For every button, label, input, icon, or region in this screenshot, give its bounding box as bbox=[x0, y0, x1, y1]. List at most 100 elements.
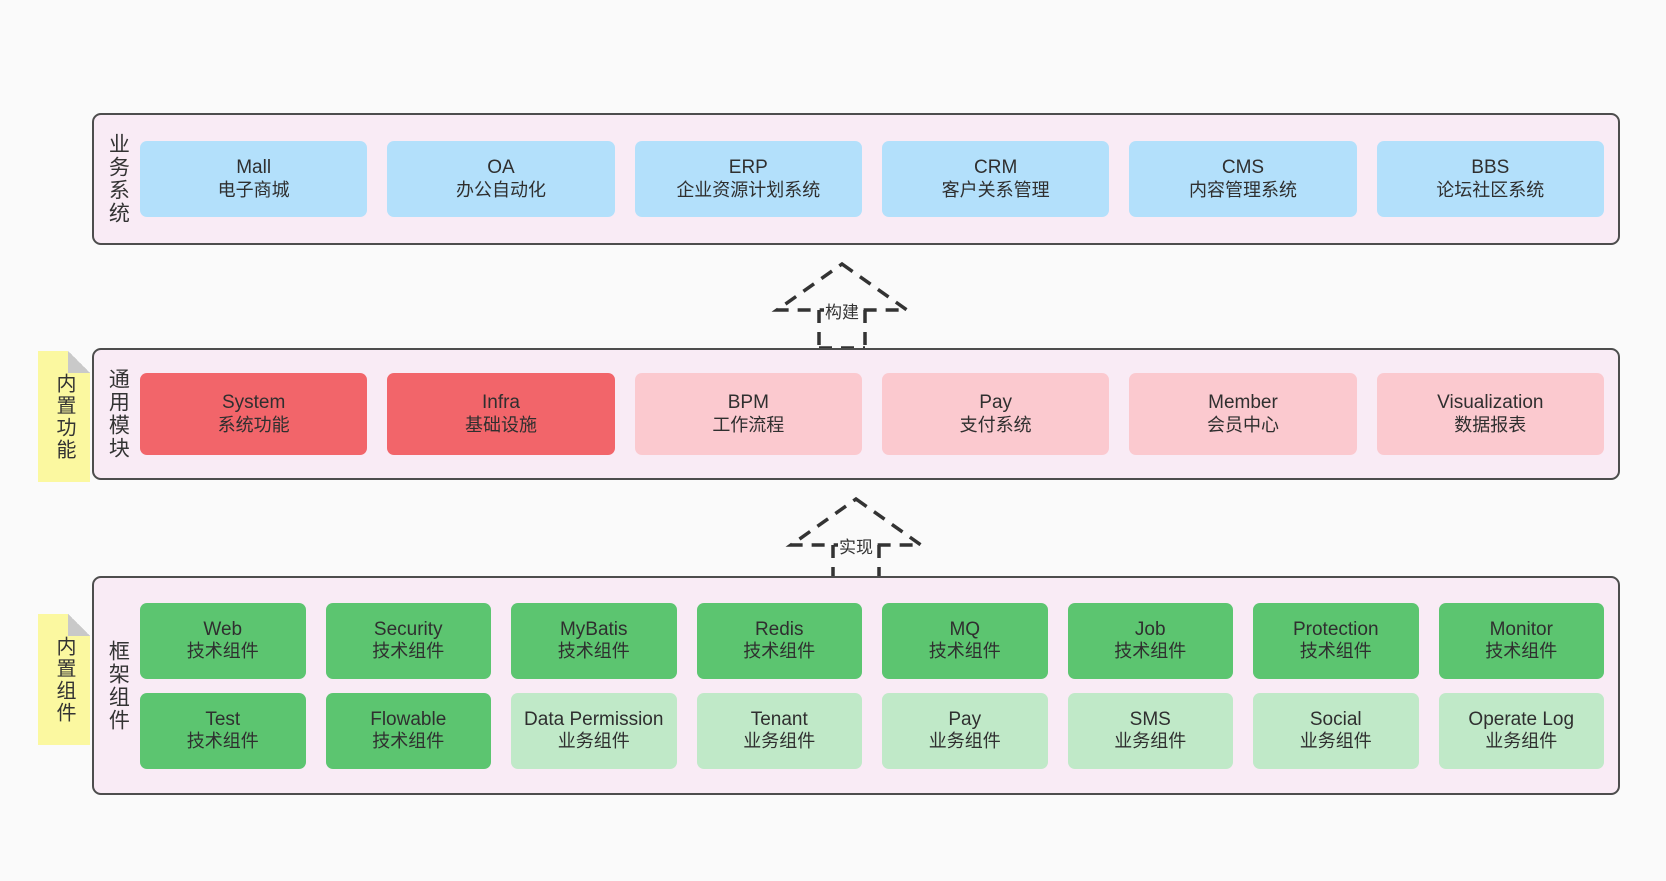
card-subtitle: 电子商城 bbox=[217, 179, 290, 200]
card-title: BPM bbox=[727, 392, 769, 414]
card-sms[interactable]: SMS 业务组件 bbox=[1067, 692, 1233, 769]
layer-title-common-modules: 通用模块 bbox=[106, 368, 130, 460]
card-mq[interactable]: MQ 技术组件 bbox=[882, 602, 1048, 679]
card-pay-business[interactable]: Pay 业务组件 bbox=[882, 692, 1048, 769]
layer-common-modules: 通用模块 System 系统功能 Infra 基础设施 BPM 工作流程 Pay… bbox=[92, 348, 1620, 480]
card-bbs[interactable]: BBS 论坛社区系统 bbox=[1376, 141, 1604, 217]
card-subtitle: 技术组件 bbox=[1299, 641, 1372, 662]
card-subtitle: 技术组件 bbox=[372, 641, 445, 662]
card-subtitle: 技术组件 bbox=[372, 731, 445, 752]
card-subtitle: 技术组件 bbox=[186, 731, 259, 752]
card-title: Security bbox=[373, 618, 443, 640]
layer-body-framework-components: Web 技术组件 Security 技术组件 MyBatis 技术组件 Redi… bbox=[140, 586, 1608, 785]
connector-label-build: 构建 bbox=[824, 298, 860, 323]
card-subtitle: 数据报表 bbox=[1454, 414, 1527, 435]
card-web[interactable]: Web 技术组件 bbox=[140, 602, 306, 679]
card-title: CRM bbox=[974, 157, 1018, 179]
note-text: 内置组件 bbox=[53, 635, 75, 724]
layer-title-framework-components: 框架组件 bbox=[106, 639, 130, 732]
card-title: Monitor bbox=[1489, 618, 1553, 640]
card-monitor[interactable]: Monitor 技术组件 bbox=[1438, 602, 1604, 679]
card-mall[interactable]: Mall 电子商城 bbox=[140, 141, 368, 217]
layer-business-system: 业务系统 Mall 电子商城 OA 办公自动化 ERP 企业资源计划系统 CRM… bbox=[92, 113, 1620, 245]
card-title: Infra bbox=[481, 392, 520, 414]
card-pay[interactable]: Pay 支付系统 bbox=[881, 373, 1110, 455]
card-subtitle: 业务组件 bbox=[1485, 731, 1558, 752]
card-crm[interactable]: CRM 客户关系管理 bbox=[881, 141, 1110, 217]
card-bpm[interactable]: BPM 工作流程 bbox=[634, 373, 862, 455]
card-title: Tenant bbox=[750, 708, 808, 730]
card-member[interactable]: Member 会员中心 bbox=[1129, 373, 1357, 455]
card-title: Protection bbox=[1292, 618, 1379, 640]
card-title: Web bbox=[203, 618, 243, 640]
card-title: OA bbox=[487, 157, 515, 179]
card-title: Visualization bbox=[1437, 392, 1544, 414]
card-social[interactable]: Social 业务组件 bbox=[1253, 692, 1419, 769]
card-system[interactable]: System 系统功能 bbox=[140, 373, 368, 455]
note-built-in-functions: 内置功能 bbox=[38, 351, 90, 482]
card-title: SMS bbox=[1129, 708, 1171, 730]
card-test[interactable]: Test 技术组件 bbox=[140, 692, 306, 769]
card-title: MyBatis bbox=[559, 618, 628, 640]
card-title: CMS bbox=[1221, 157, 1265, 179]
card-subtitle: 内容管理系统 bbox=[1188, 179, 1297, 200]
card-title: Job bbox=[1134, 618, 1166, 640]
card-subtitle: 业务组件 bbox=[743, 731, 816, 752]
card-title: Redis bbox=[754, 618, 804, 640]
connector-build: 构建 bbox=[762, 258, 922, 350]
card-infra[interactable]: Infra 基础设施 bbox=[387, 373, 615, 455]
card-title: BBS bbox=[1471, 157, 1510, 179]
layer-title-business-system: 业务系统 bbox=[106, 133, 130, 225]
card-title: System bbox=[221, 392, 286, 414]
card-subtitle: 业务组件 bbox=[557, 731, 630, 752]
card-subtitle: 会员中心 bbox=[1206, 414, 1279, 435]
card-row: Test 技术组件 Flowable 技术组件 Data Permission … bbox=[140, 692, 1604, 769]
card-subtitle: 支付系统 bbox=[959, 414, 1032, 435]
card-title: Member bbox=[1208, 392, 1278, 414]
connector-implement: 实现 bbox=[776, 493, 936, 585]
card-subtitle: 工作流程 bbox=[712, 414, 785, 435]
card-subtitle: 系统功能 bbox=[217, 414, 290, 435]
note-built-in-components: 内置组件 bbox=[38, 614, 90, 745]
card-subtitle: 业务组件 bbox=[1299, 731, 1372, 752]
card-title: Social bbox=[1309, 708, 1362, 730]
card-operate-log[interactable]: Operate Log 业务组件 bbox=[1438, 692, 1604, 769]
card-title: Test bbox=[205, 708, 241, 730]
card-subtitle: 办公自动化 bbox=[455, 179, 546, 200]
card-oa[interactable]: OA 办公自动化 bbox=[387, 141, 615, 217]
card-visualization[interactable]: Visualization 数据报表 bbox=[1376, 373, 1604, 455]
card-subtitle: 论坛社区系统 bbox=[1436, 179, 1545, 200]
card-cms[interactable]: CMS 内容管理系统 bbox=[1129, 141, 1357, 217]
layer-body-common-modules: System 系统功能 Infra 基础设施 BPM 工作流程 Pay 支付系统… bbox=[140, 358, 1608, 470]
card-mybatis[interactable]: MyBatis 技术组件 bbox=[511, 602, 677, 679]
card-erp[interactable]: ERP 企业资源计划系统 bbox=[634, 141, 862, 217]
card-subtitle: 业务组件 bbox=[1114, 731, 1187, 752]
card-subtitle: 企业资源计划系统 bbox=[676, 179, 821, 200]
card-subtitle: 客户关系管理 bbox=[941, 179, 1050, 200]
card-row: System 系统功能 Infra 基础设施 BPM 工作流程 Pay 支付系统… bbox=[140, 373, 1604, 455]
card-title: Pay bbox=[979, 392, 1013, 414]
card-data-permission[interactable]: Data Permission 业务组件 bbox=[511, 692, 677, 769]
card-redis[interactable]: Redis 技术组件 bbox=[696, 602, 862, 679]
card-title: Data Permission bbox=[524, 708, 664, 730]
card-tenant[interactable]: Tenant 业务组件 bbox=[696, 692, 862, 769]
card-protection[interactable]: Protection 技术组件 bbox=[1253, 602, 1419, 679]
card-row: Mall 电子商城 OA 办公自动化 ERP 企业资源计划系统 CRM 客户关系… bbox=[140, 141, 1604, 217]
card-subtitle: 技术组件 bbox=[928, 641, 1001, 662]
card-security[interactable]: Security 技术组件 bbox=[325, 602, 491, 679]
card-job[interactable]: Job 技术组件 bbox=[1067, 602, 1233, 679]
layer-body-business-system: Mall 电子商城 OA 办公自动化 ERP 企业资源计划系统 CRM 客户关系… bbox=[140, 123, 1608, 235]
card-row: Web 技术组件 Security 技术组件 MyBatis 技术组件 Redi… bbox=[140, 602, 1604, 679]
card-subtitle: 技术组件 bbox=[1114, 641, 1187, 662]
card-subtitle: 技术组件 bbox=[557, 641, 630, 662]
card-title: Flowable bbox=[370, 708, 447, 730]
card-title: MQ bbox=[949, 618, 981, 640]
card-subtitle: 技术组件 bbox=[1485, 641, 1558, 662]
note-text: 内置功能 bbox=[53, 372, 75, 461]
card-title: ERP bbox=[728, 157, 768, 179]
card-subtitle: 技术组件 bbox=[186, 641, 259, 662]
card-title: Operate Log bbox=[1468, 708, 1575, 730]
card-subtitle: 基础设施 bbox=[464, 414, 537, 435]
card-flowable[interactable]: Flowable 技术组件 bbox=[325, 692, 491, 769]
